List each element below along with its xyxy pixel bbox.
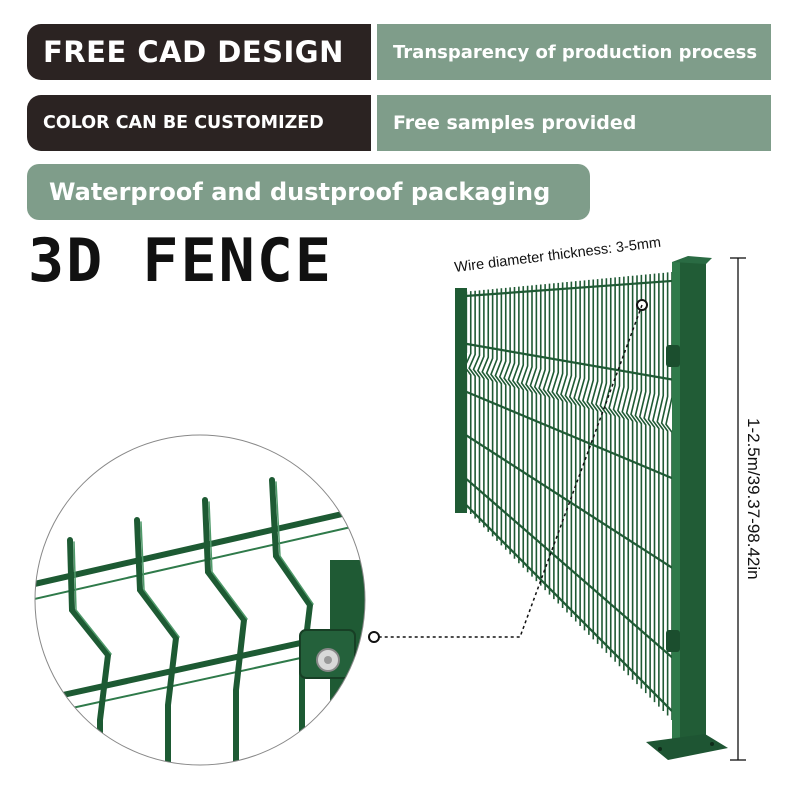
packaging-text: Waterproof and dustproof packaging [49, 178, 551, 206]
vertical-wire [638, 274, 647, 694]
vertical-wire [490, 288, 498, 541]
free-samples-text: Free samples provided [393, 112, 637, 134]
vertical-wire [573, 280, 581, 626]
vertical-wire [634, 274, 643, 689]
vertical-wire [590, 279, 599, 644]
vertical-wire [511, 286, 520, 564]
vertical-wire [538, 284, 546, 591]
vertical-wire [647, 273, 656, 703]
height-dimension [730, 257, 746, 761]
detail-zoom-circle [34, 434, 366, 766]
base-plate [646, 734, 728, 760]
vertical-wire [656, 272, 665, 712]
horizontal-wire [461, 431, 673, 569]
clamp-bottom [666, 630, 680, 652]
vertical-wire [630, 275, 638, 685]
free-cad-design-text: FREE CAD DESIGN [43, 35, 344, 69]
left-post [455, 288, 467, 513]
vertical-wire [564, 281, 573, 617]
vertical-wire [581, 279, 590, 635]
vertical-wire [599, 278, 608, 653]
vertical-wire [586, 279, 595, 640]
vertical-wire [520, 285, 529, 573]
vertical-wire [533, 284, 542, 586]
product-title: 3D FENCE [28, 226, 333, 296]
vertical-wire [476, 289, 485, 528]
color-customized-banner: COLOR CAN BE CUSTOMIZED [27, 95, 371, 151]
horizontal-wire [461, 474, 673, 659]
vertical-wire [494, 288, 503, 546]
vertical-wire [612, 277, 621, 667]
packaging-banner: Waterproof and dustproof packaging [27, 164, 590, 220]
vertical-wire [529, 284, 538, 582]
vertical-wire [472, 290, 481, 523]
vertical-wire [507, 287, 516, 559]
color-customized-text: COLOR CAN BE CUSTOMIZED [43, 113, 324, 133]
vertical-wire [485, 289, 494, 537]
vertical-wire [516, 286, 525, 568]
vertical-wire [551, 282, 560, 604]
horizontal-wire [461, 342, 673, 381]
vertical-wire [643, 274, 651, 698]
zoom-circle-border [34, 434, 366, 766]
wire-diameter-label: Wire diameter thickness: 3-5mm [454, 235, 662, 276]
vertical-wire [577, 280, 586, 631]
vertical-wire [568, 281, 577, 622]
vertical-wire [621, 276, 630, 676]
vertical-wire [625, 275, 634, 680]
vertical-wire [468, 290, 476, 519]
vertical-wire [560, 282, 568, 613]
horizontal-wire [461, 279, 673, 298]
transparency-banner: Transparency of production process [377, 24, 771, 80]
free-samples-banner: Free samples provided [377, 95, 771, 151]
vertical-wire [542, 283, 551, 595]
vertical-wire [595, 278, 603, 649]
vertical-wire [608, 277, 616, 662]
horizontal-wire [461, 388, 673, 480]
zoom-callout-dot [368, 631, 380, 643]
vertical-wire [652, 273, 660, 707]
vertical-wire [546, 283, 555, 600]
vertical-wire [555, 282, 564, 609]
vertical-wire [525, 285, 533, 577]
fence-panel [455, 256, 728, 760]
vertical-wire [481, 289, 490, 532]
vertical-wire [617, 276, 625, 671]
clamp-top [666, 345, 680, 367]
vertical-wire [498, 287, 507, 550]
height-label: 1-2.5m/39.37-98.42in [744, 418, 763, 580]
free-cad-design-banner: FREE CAD DESIGN [27, 24, 371, 80]
vertical-wire [503, 287, 511, 555]
transparency-text: Transparency of production process [393, 41, 758, 63]
horizontal-wire [461, 499, 673, 712]
